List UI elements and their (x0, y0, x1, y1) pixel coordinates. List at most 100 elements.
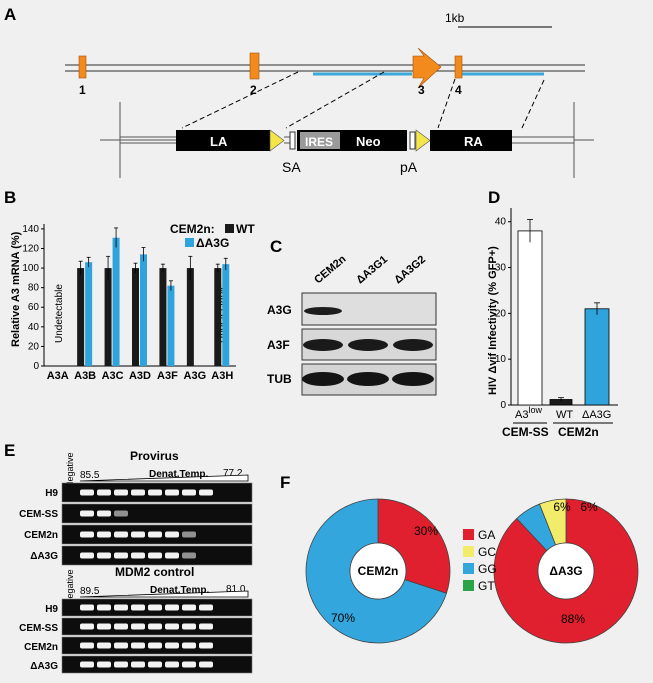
b-legend-title: CEM2n: (170, 222, 215, 236)
b-bar-ΔA3G (112, 237, 120, 366)
c-lane-label-2: ΔA3G1 (354, 254, 390, 287)
e-provirus-row-label: CEM-SS (19, 509, 58, 520)
e-provirus-wedge (79, 474, 249, 482)
neo-label: Neo (356, 134, 381, 149)
panel-f-label: F (280, 473, 290, 492)
b-bar-WT (214, 268, 222, 366)
e-provirus-band (182, 552, 196, 559)
e-provirus-temp-label: Denat.Temp. (149, 469, 208, 480)
b-bar-ΔA3G (167, 285, 175, 366)
e-provirus-band (97, 531, 111, 538)
d-cat-a3-prefix: A3 (515, 409, 528, 421)
d-cat-da3g: ΔA3G (582, 409, 611, 421)
e-mdm2-band (80, 623, 94, 630)
b-bar-ΔA3G (140, 254, 147, 366)
c-row-tub: TUB (267, 372, 292, 386)
pa-label: pA (400, 159, 418, 175)
e-provirus-band (165, 489, 179, 496)
b-legend-da3g: ΔA3G (196, 236, 229, 250)
panel-b-label: B (4, 188, 16, 207)
f-legend-swatch-GA (463, 529, 474, 540)
e-provirus-row-label: H9 (45, 488, 58, 499)
e-mdm2-band (148, 642, 162, 649)
e-mdm2-title: MDM2 control (115, 565, 194, 579)
panel-a: 1kb 1 2 3 4 LA IRES (65, 11, 594, 178)
b-y-tick-label: 140 (22, 224, 39, 235)
e-provirus-band (97, 510, 111, 517)
d-bar-ΔA3G (584, 308, 610, 406)
panel-d-label: D (488, 188, 500, 207)
b-category-label: A3C (102, 370, 124, 382)
ires-label: IRES (305, 135, 333, 149)
e-mdm2-band (182, 661, 196, 668)
dash-ra-left (437, 78, 456, 129)
b-y-tick-label: 100 (22, 263, 39, 274)
panel-d-chart: HIV Δvif Infectivity (% GFP+) A3low WT Δ… (487, 208, 618, 439)
e-mdm2-band (131, 623, 145, 630)
f-center-label: ΔA3G (549, 564, 582, 578)
e-mdm2-band (148, 604, 162, 611)
d-cat-wt: WT (556, 409, 573, 421)
f-legend-swatch-GT (463, 580, 474, 591)
b-y-tick-label: 0 (33, 361, 39, 372)
f-legend-label-GA: GA (478, 528, 495, 542)
e-provirus-band (165, 552, 179, 559)
vector-right-bracket (573, 102, 594, 178)
b-bar-ΔA3G (222, 264, 230, 366)
c-band-tub-2 (347, 372, 389, 386)
exon-label-3: 3 (418, 83, 425, 97)
b-bar-WT (159, 268, 167, 366)
b-legend-wt: WT (236, 222, 255, 236)
scale-label: 1kb (445, 11, 465, 25)
d-y-tick-label: 10 (495, 354, 507, 365)
e-provirus-band (97, 489, 111, 496)
b-category-label: A3A (47, 370, 69, 382)
e-mdm2-wedge (79, 590, 249, 598)
e-mdm2-band (131, 642, 145, 649)
e-mdm2-band (182, 642, 196, 649)
e-provirus-band (148, 552, 162, 559)
b-legend-swatch-wt (225, 224, 234, 233)
b-undetectable-a3g: Undetectable (216, 284, 227, 343)
dash-la-right (285, 71, 385, 129)
b-category-label: A3B (74, 370, 96, 382)
b-y-tick-label: 80 (28, 283, 40, 294)
b-legend-swatch-da3g (185, 238, 194, 247)
e-mdm2-row-label: H9 (45, 604, 58, 615)
e-mdm2-band (199, 642, 213, 649)
c-band-a3g-1 (304, 307, 342, 315)
b-y-axis-label: Relative A3 mRNA (%) (10, 231, 22, 347)
f-legend-swatch-GG (463, 563, 474, 574)
c-band-tub-3 (392, 372, 434, 386)
f-legend-swatch-GC (463, 546, 474, 557)
e-mdm2-band (97, 623, 111, 630)
f-donut-hole (537, 542, 595, 600)
d-cat-a3-sup: low (528, 405, 542, 415)
f-legend-label-GC: GC (478, 545, 496, 559)
d-group-cemss: CEM-SS (502, 425, 549, 439)
e-provirus-band (114, 531, 128, 538)
exon-label-1: 1 (79, 83, 86, 97)
e-mdm2-band (148, 661, 162, 668)
la-label: LA (210, 134, 228, 149)
c-row-a3g: A3G (267, 303, 292, 317)
f-legend-label-GG: GG (478, 562, 497, 576)
e-provirus-band (131, 531, 145, 538)
e-provirus-band (148, 489, 162, 496)
e-provirus-band (80, 552, 94, 559)
e-mdm2-row-label: ΔA3G (30, 661, 58, 672)
panel-e-label: E (4, 441, 15, 460)
d-y-tick-label: 0 (500, 400, 506, 411)
f-slice-label: 30% (414, 524, 438, 538)
ra-box (430, 130, 512, 151)
d-bar-A3low (517, 230, 543, 406)
e-mdm2-band (199, 623, 213, 630)
e-mdm2-band (199, 604, 213, 611)
e-mdm2-band (131, 604, 145, 611)
e-provirus-negative: Negative (65, 452, 75, 488)
e-mdm2-row-label: CEM-SS (19, 623, 58, 634)
b-bar-WT (132, 268, 139, 366)
d-cat-a3low: A3low (515, 405, 542, 421)
